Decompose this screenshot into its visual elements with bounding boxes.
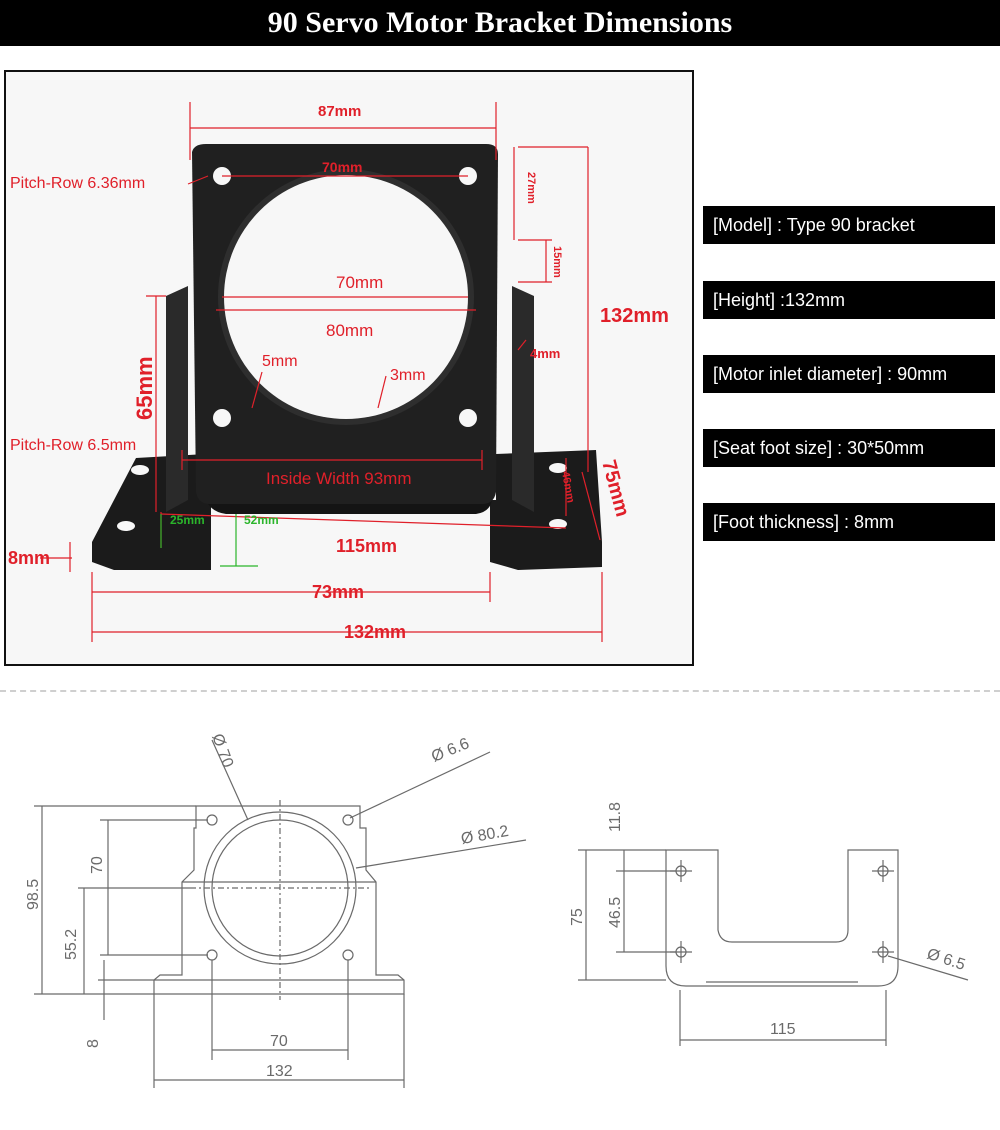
foot-8-label: 8mm [8,548,50,568]
hole-pitch-top-label: 70mm [322,159,362,175]
front-h8-label: 8 [85,1039,102,1048]
front-phi66-label: Ø 6.6 [429,735,472,765]
pitch-row-foot-label: Pitch-Row 6.5mm [10,437,136,454]
side-h118-label: 11.8 [607,802,624,832]
side-h75-label: 75 [569,908,586,926]
base-73-label: 73mm [312,582,364,602]
front-h985-label: 98.5 [25,879,42,910]
inside-width-label: Inside Width 93mm [266,469,412,488]
dim-15-label: 15mm [551,246,563,278]
side-w115-label: 115 [770,1021,796,1038]
pitch-row-top-label: Pitch-Row 6.36mm [10,175,145,192]
spec-height: [Height] :132mm [703,281,995,319]
spec-motor-inlet-diameter: [Motor inlet diameter] : 90mm [703,355,995,393]
dim-25-label: 25mm [170,513,205,527]
dim-46-label: 46mm [559,470,576,504]
height-132-label: 132mm [600,305,669,327]
thick-4-label: 4mm [530,346,560,361]
dim-5-label: 5mm [262,353,298,370]
side-h465-label: 46.5 [607,897,624,928]
front-phi70-label: Ø 70 [208,732,236,771]
spec-seat-foot-size: [Seat foot size] : 30*50mm [703,429,995,467]
page-title: 90 Servo Motor Bracket Dimensions [0,0,1000,46]
dim-3-label: 3mm [390,367,426,384]
section-divider [0,690,1000,692]
side-phi65-label: Ø 6.5 [925,946,968,974]
inner-80-label: 80mm [326,321,373,340]
front-h70-label: 70 [89,856,106,874]
front-h552-label: 55.2 [63,929,80,960]
dim-115-label: 115mm [336,536,397,556]
dim-27-label: 27mm [525,172,537,204]
spec-model: [Model] : Type 90 bracket [703,206,995,244]
bracket-photo-illustration: 87mm 70mm Pitch-Row 6.36mm 27mm 15mm 132… [8,102,669,642]
bracket-photo-panel: 87mm 70mm Pitch-Row 6.36mm 27mm 15mm 132… [4,70,694,666]
spec-foot-thickness: [Foot thickness] : 8mm [703,503,995,541]
technical-drawings: Ø 70 Ø 6.6 Ø 80.2 98.5 70 55.2 8 70 132 … [25,732,969,1088]
dim-75-label: 75mm [597,458,633,520]
front-w70-label: 70 [270,1033,288,1050]
base-132-label: 132mm [344,622,406,642]
front-w132-label: 132 [266,1063,293,1080]
top-width-label: 87mm [318,103,361,120]
inner-70-label: 70mm [336,273,383,292]
dim-52-label: 52mm [244,513,279,527]
dim-65-label: 65mm [132,356,157,420]
